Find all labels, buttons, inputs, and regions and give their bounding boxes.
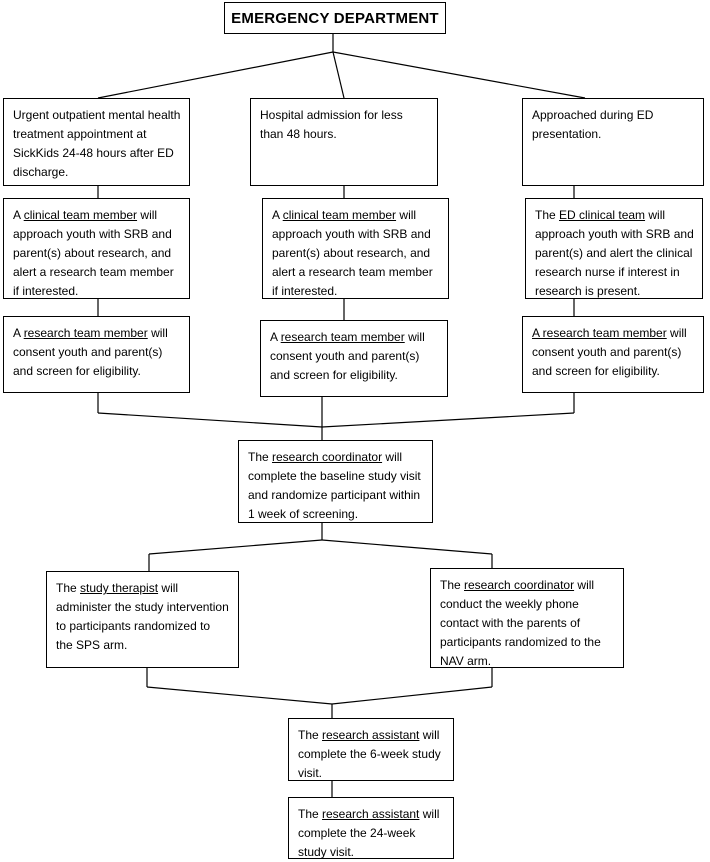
sps-arm-box: The study therapist will administer the … xyxy=(46,571,239,668)
pathway-outpatient-box: Urgent outpatient mental health treatmen… xyxy=(3,98,190,186)
role-label: research team member xyxy=(280,330,405,344)
connector xyxy=(321,539,493,555)
approach-middle-box: A clinical team member will approach you… xyxy=(262,198,449,299)
pathway-admission-text: Hospital admission for less than 48 hour… xyxy=(260,108,403,141)
connector xyxy=(146,686,333,705)
week6-visit-box: The research assistant will complete the… xyxy=(288,718,454,781)
consent-middle-box: A research team member will consent yout… xyxy=(260,320,448,397)
consent-left-box: A research team member will consent yout… xyxy=(3,316,190,393)
role-label: study therapist xyxy=(80,581,159,595)
role-label: research assistant xyxy=(322,807,420,821)
connector xyxy=(148,539,323,555)
connector xyxy=(97,51,334,99)
role-label: ED clinical team xyxy=(559,208,646,222)
role-label: clinical team member xyxy=(23,208,138,222)
approach-right-box: The ED clinical team will approach youth… xyxy=(525,198,703,299)
pathway-ed-text: Approached during ED presentation. xyxy=(532,108,654,141)
baseline-box: The research coordinator will complete t… xyxy=(238,440,433,523)
week24-visit-box: The research assistant will complete the… xyxy=(288,797,454,859)
connector xyxy=(332,51,586,99)
role-label: A research team member xyxy=(532,326,667,340)
role-label: research coordinator xyxy=(464,578,575,592)
pathway-outpatient-text: Urgent outpatient mental health treatmen… xyxy=(13,108,181,179)
role-label: research coordinator xyxy=(272,450,383,464)
title-box: EMERGENCY DEPARTMENT xyxy=(224,2,446,34)
approach-left-box: A clinical team member will approach you… xyxy=(3,198,190,299)
connector xyxy=(332,51,345,99)
pathway-ed-box: Approached during ED presentation. xyxy=(522,98,704,186)
connector xyxy=(321,412,575,428)
nav-arm-box: The research coordinator will conduct th… xyxy=(430,568,624,668)
title-text: EMERGENCY DEPARTMENT xyxy=(231,9,439,27)
pathway-admission-box: Hospital admission for less than 48 hour… xyxy=(250,98,438,186)
role-label: research assistant xyxy=(322,728,420,742)
role-label: clinical team member xyxy=(282,208,397,222)
connector xyxy=(97,412,323,428)
role-label: research team member xyxy=(23,326,148,340)
connector xyxy=(331,686,493,705)
consent-right-box: A research team member will consent yout… xyxy=(522,316,704,393)
